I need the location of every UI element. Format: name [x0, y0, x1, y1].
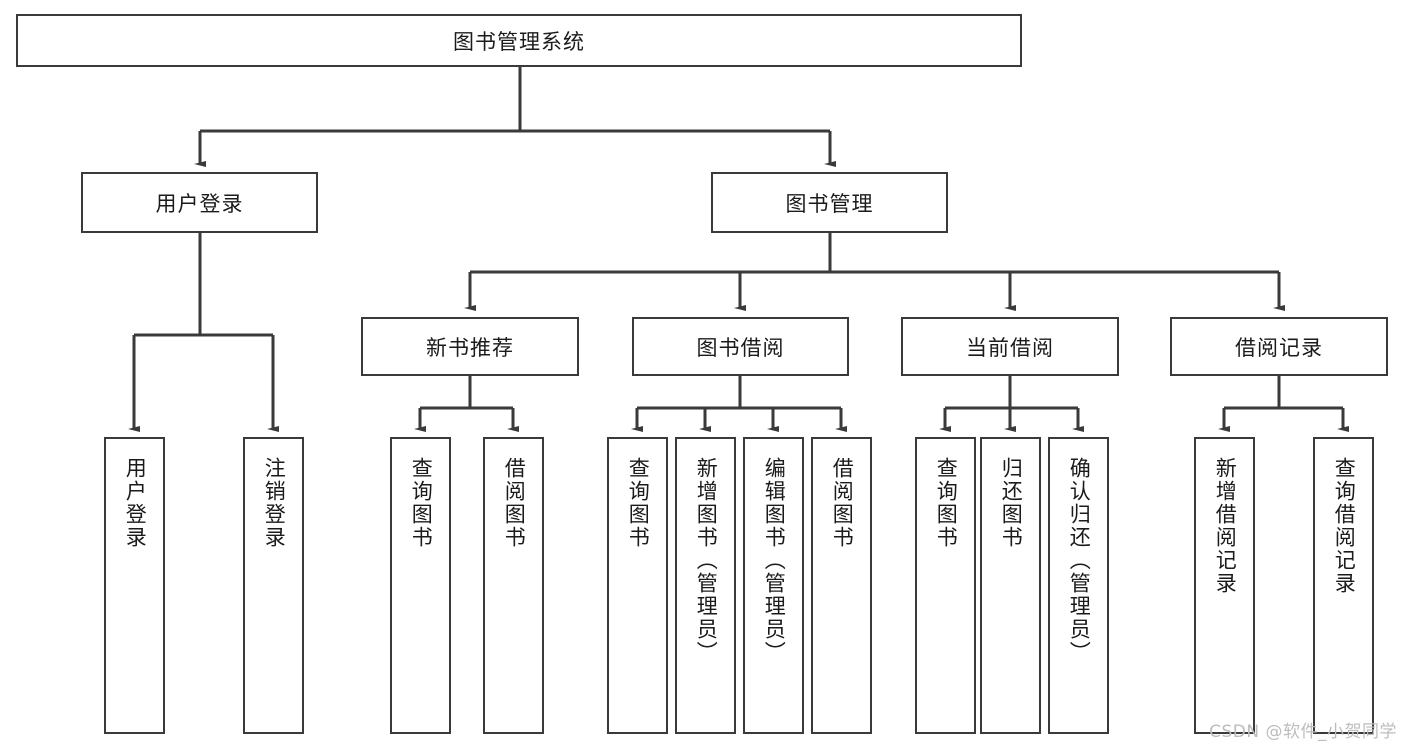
leaf-current-confirm-return[interactable]: 确认归还（管理员）: [1048, 437, 1109, 734]
leaf-borrow-borrow-book[interactable]: 借阅图书: [811, 437, 872, 734]
node-label: 图书借阅: [696, 335, 785, 360]
node-label: 确认归还（管理员）: [1067, 457, 1092, 664]
leaf-recommend-query-book[interactable]: 查询图书: [390, 437, 451, 734]
node-label: 查询图书: [409, 457, 434, 549]
leaf-user-login-logout[interactable]: 注销登录: [243, 437, 304, 734]
leaf-user-login-login[interactable]: 用户登录: [104, 437, 165, 734]
leaf-borrow-edit-book[interactable]: 编辑图书（管理员）: [743, 437, 804, 734]
node-label: 编辑图书（管理员）: [762, 457, 787, 664]
node-label: 借阅图书: [830, 457, 855, 549]
node-label: 归还图书: [999, 457, 1024, 549]
node-label: 用户登录: [155, 191, 244, 216]
node-label: 借阅记录: [1235, 335, 1323, 360]
leaf-recommend-borrow-book[interactable]: 借阅图书: [483, 437, 544, 734]
node-label: 图书管理系统: [453, 29, 585, 54]
node-label: 当前借阅: [966, 335, 1054, 360]
node-label: 借阅图书: [502, 457, 527, 549]
leaf-record-add-record[interactable]: 新增借阅记录: [1194, 437, 1255, 734]
node-user-login[interactable]: 用户登录: [81, 172, 318, 233]
node-book-management[interactable]: 图书管理: [711, 172, 948, 233]
node-current-borrow[interactable]: 当前借阅: [901, 317, 1119, 376]
leaf-borrow-add-book[interactable]: 新增图书（管理员）: [675, 437, 736, 734]
node-label: 新增借阅记录: [1213, 457, 1238, 595]
leaf-borrow-query-book[interactable]: 查询图书: [607, 437, 668, 734]
node-book-borrow[interactable]: 图书借阅: [632, 317, 849, 376]
watermark-text: CSDN @软件_小贺同学: [1209, 722, 1397, 742]
node-label: 查询图书: [934, 457, 959, 549]
node-borrow-record[interactable]: 借阅记录: [1170, 317, 1388, 376]
node-new-book-recommend[interactable]: 新书推荐: [361, 317, 579, 376]
node-label: 查询图书: [626, 457, 651, 549]
node-label: 注销登录: [262, 457, 287, 549]
node-label: 新书推荐: [426, 335, 514, 360]
leaf-current-query-book[interactable]: 查询图书: [915, 437, 976, 734]
node-label: 用户登录: [123, 457, 148, 549]
node-label: 图书管理: [785, 191, 874, 216]
node-label: 查询借阅记录: [1332, 457, 1357, 595]
node-root-system[interactable]: 图书管理系统: [16, 14, 1022, 67]
node-label: 新增图书（管理员）: [694, 457, 719, 664]
leaf-current-return-book[interactable]: 归还图书: [980, 437, 1041, 734]
leaf-record-query-record[interactable]: 查询借阅记录: [1313, 437, 1374, 734]
